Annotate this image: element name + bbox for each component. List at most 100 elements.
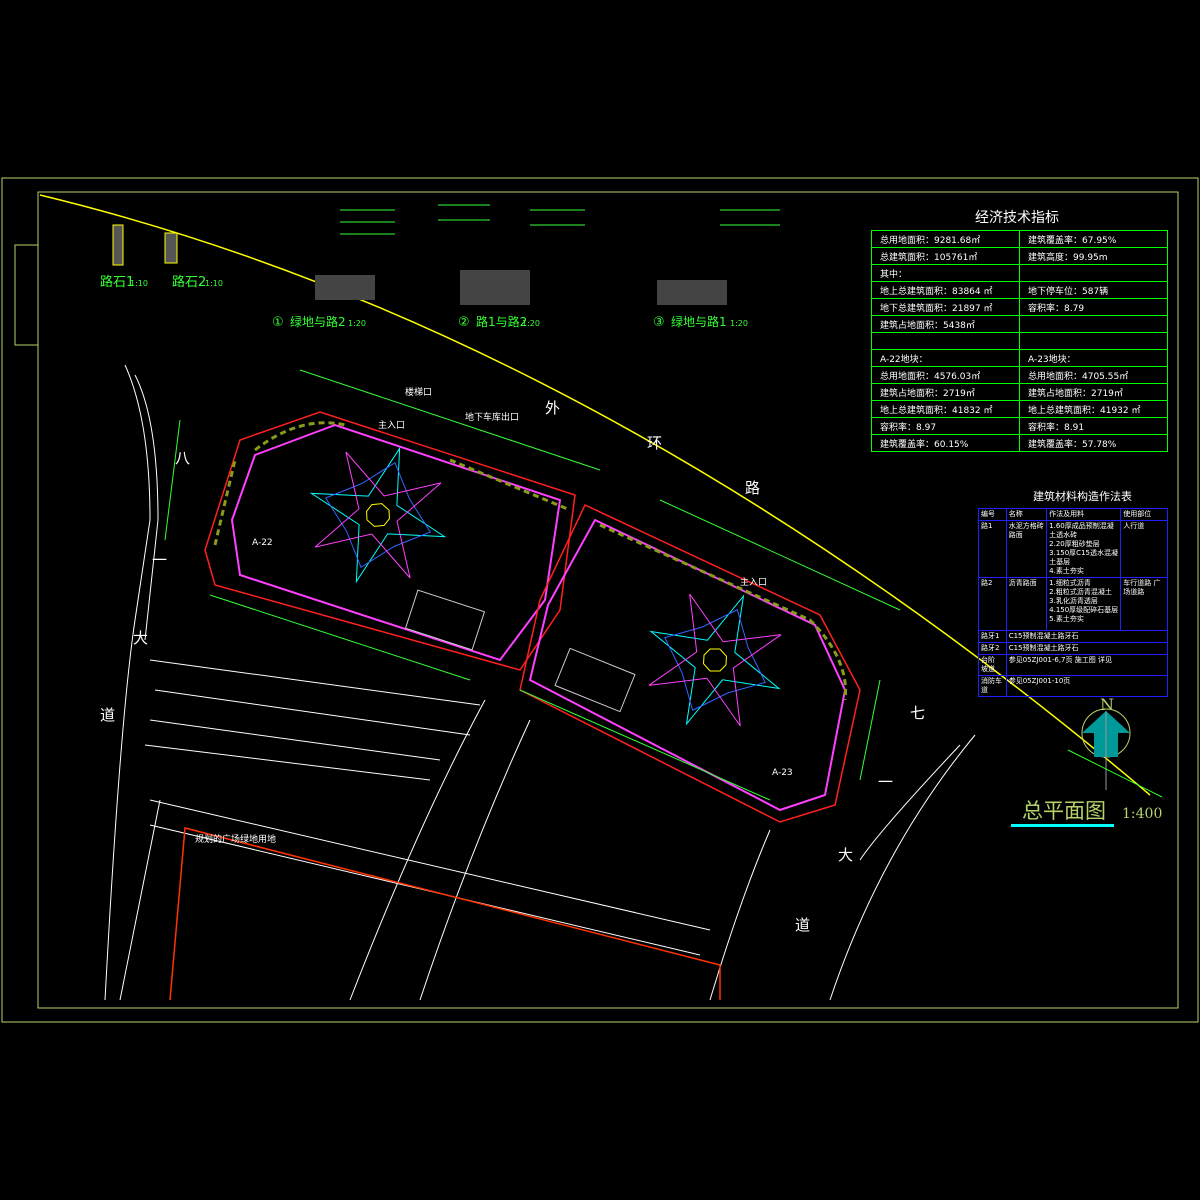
mat-use: 车行道路 广场道路 [1120, 577, 1168, 631]
econ-cell: A-22地块： [871, 349, 1020, 367]
mat-name: 水泥方格砖路面 [1005, 520, 1048, 578]
econ-row: 建筑覆盖率：60.15%建筑覆盖率：57.78% [871, 434, 1168, 452]
econ-cell: 总建筑面积：105761㎡ [871, 247, 1020, 265]
block-label-a22: A-22 [252, 538, 273, 548]
drawing-title: 总平面图 [1022, 799, 1106, 823]
econ-cell: 总用地面积：4705.55㎡ [1019, 366, 1168, 384]
detail-curbs [112, 204, 780, 305]
title-strip [14, 244, 39, 346]
road-label-left-3: 大 [133, 629, 148, 647]
road-label-right-3: 大 [838, 846, 853, 864]
econ-cell: 建筑占地面积：2719㎡ [1019, 383, 1168, 401]
detail-label-2: 路1与路2 [476, 314, 527, 329]
detail-scale-1: 1:20 [348, 319, 366, 328]
econ-cell: 总用地面积：9281.68㎡ [871, 230, 1020, 248]
detail-scale-curb2: 1:10 [205, 279, 223, 288]
curb-code: 路牙1 [978, 630, 1007, 643]
detail-label-3: 绿地与路1 [671, 314, 727, 329]
plaza-boundary [169, 827, 721, 1001]
detail-scale-curb1: 1:10 [130, 279, 148, 288]
plaza-note: 规划的广场绿地用地 [195, 833, 276, 845]
econ-cell: 容积率：8.91 [1019, 417, 1168, 435]
econ-cell: 其中： [871, 264, 1020, 282]
building-a23 [528, 518, 847, 812]
road-label-top-3: 路 [745, 479, 760, 497]
mat-header-code: 编号 [978, 508, 1007, 521]
star-plaza-right [648, 593, 782, 727]
road-label-left-4: 道 [100, 706, 115, 724]
road-label-top-2: 环 [647, 434, 662, 452]
econ-cell: 容积率：8.79 [1019, 298, 1168, 316]
econ-cell: 容积率：8.97 [871, 417, 1020, 435]
econ-cell: 建筑高度：99.95m [1019, 247, 1168, 265]
econ-cell [1019, 264, 1168, 282]
block-label-a23: A-23 [772, 768, 793, 778]
econ-cell: 建筑覆盖率：60.15% [871, 434, 1020, 452]
econ-row: 其中： [871, 264, 1168, 282]
econ-row: 建筑占地面积：5438㎡ [871, 315, 1168, 333]
detail-label-1: 绿地与路2 [290, 314, 346, 329]
mat-code: 路2 [978, 577, 1007, 631]
econ-cell: 建筑覆盖率：57.78% [1019, 434, 1168, 452]
mat-header-method: 作法及用料 [1046, 508, 1122, 521]
star-plaza-left [309, 446, 447, 584]
mat-code: 路1 [978, 520, 1007, 578]
drawing-scale: 1:400 [1122, 806, 1162, 822]
econ-cell [1019, 315, 1168, 333]
site-boundary-a23 [519, 504, 861, 823]
detail-num-1: ① [272, 315, 284, 330]
north-label: N [1100, 695, 1114, 714]
econ-title: 经济技术指标 [975, 210, 1059, 226]
detail-num-3: ③ [653, 315, 665, 330]
curb-code: 路牙2 [978, 642, 1007, 655]
entrance-label-a22: 主入口 [378, 419, 405, 431]
garage-exit-label: 地下车库出口 [465, 411, 519, 423]
road-label-right-4: 道 [795, 916, 810, 934]
extra-code: 消防车道 [978, 675, 1007, 697]
extra-text: 参见05ZJ001-10页 [1005, 675, 1169, 697]
extra-code: 台阶 坡道 [978, 654, 1007, 676]
econ-cell [871, 332, 1020, 350]
econ-row [871, 332, 1168, 350]
outer-frame [1, 177, 1199, 1023]
road-label-left-1: 八 [175, 449, 190, 467]
north-arrow-icon [1067, 708, 1163, 798]
econ-cell [1019, 332, 1168, 350]
econ-cell: A-23地块： [1019, 349, 1168, 367]
extra-text: 参见05ZJ001-6,7页 施工图 详见 [1005, 654, 1169, 676]
curb-text: C15预制混凝土路牙石 [1005, 630, 1169, 643]
mat-method: 1.60厚成品预制混凝土透水砖 2.20厚粗砂垫层 3.150厚C15透水混凝土… [1046, 520, 1122, 578]
detail-label-curb2: 路石2 [172, 274, 206, 290]
dimension-lines [164, 369, 901, 801]
stair-label: 楼梯口 [405, 386, 432, 398]
econ-cell: 建筑覆盖率：67.95% [1019, 230, 1168, 248]
mat-header-name: 名称 [1005, 508, 1048, 521]
mat-name: 沥青路面 [1005, 577, 1048, 631]
road-label-right-1: 七 [910, 704, 925, 722]
curb-text: C15预制混凝土路牙石 [1005, 642, 1169, 655]
econ-cell: 地下总建筑面积：21897 ㎡ [871, 298, 1020, 316]
econ-cell: 地上总建筑面积：83864 ㎡ [871, 281, 1020, 299]
econ-cell: 地下停车位：587辆 [1019, 281, 1168, 299]
road-lines [104, 364, 976, 1001]
mat-header-use: 使用部位 [1120, 508, 1168, 521]
mat-use: 人行道 [1120, 520, 1168, 578]
inner-frame [37, 191, 1179, 1009]
road-label-right-2: 一 [878, 773, 893, 791]
econ-cell: 总用地面积：4576.03㎡ [871, 366, 1020, 384]
econ-row: A-22地块：A-23地块： [871, 349, 1168, 367]
road-label-left-2: 一 [152, 551, 167, 569]
entrance-label-a23: 主入口 [740, 576, 767, 588]
detail-scale-3: 1:20 [730, 319, 748, 328]
